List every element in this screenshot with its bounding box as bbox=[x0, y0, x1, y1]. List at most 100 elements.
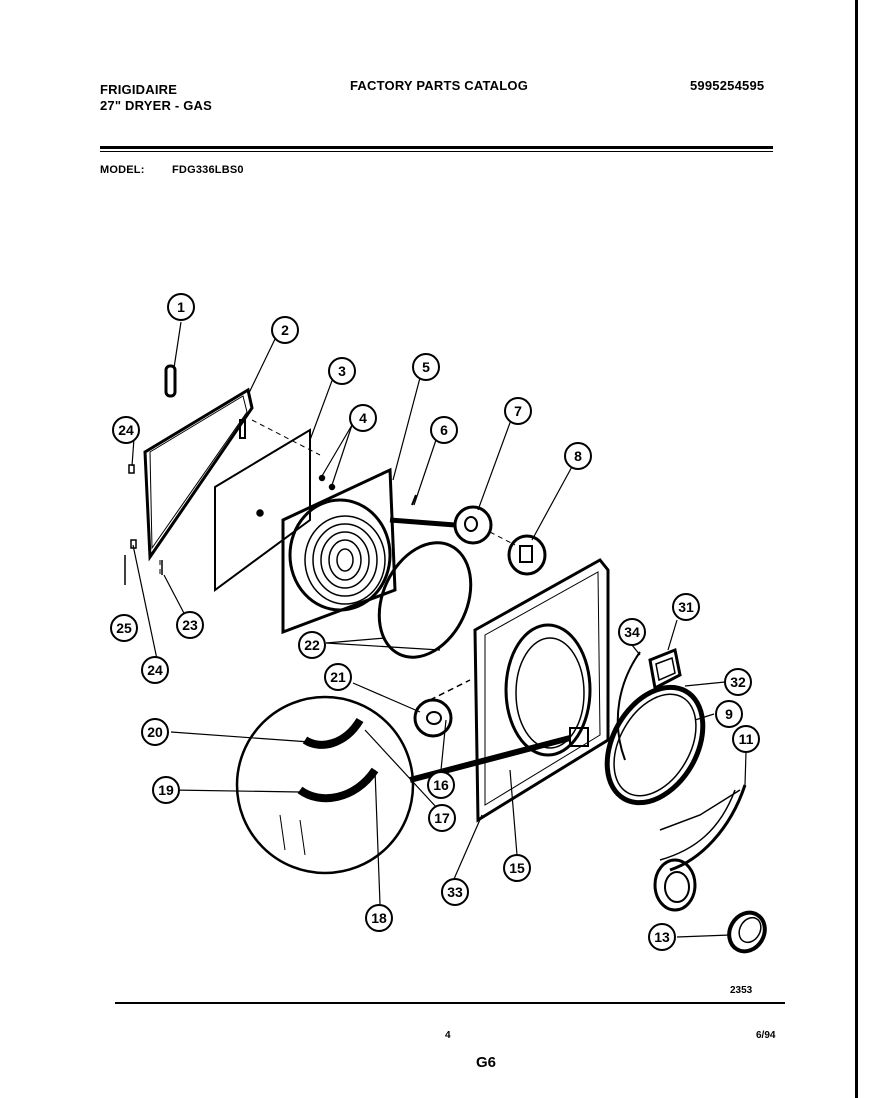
callout-label: 19 bbox=[158, 782, 174, 798]
callout-label: 7 bbox=[514, 403, 522, 419]
callout-label: 1 bbox=[177, 299, 185, 315]
diagram-code: 2353 bbox=[730, 985, 753, 996]
callout-label: 33 bbox=[447, 884, 463, 900]
detail-hinge-inset bbox=[235, 695, 415, 875]
callout-bubbles: 1234567824252423222120191817161533343132… bbox=[110, 293, 760, 951]
callout-20: 20 bbox=[141, 718, 169, 746]
callout-label: 3 bbox=[338, 363, 346, 379]
callout-circle bbox=[732, 725, 760, 753]
callout-circle bbox=[618, 618, 646, 646]
part-31-bracket bbox=[648, 647, 682, 691]
brand-name: FRIGIDAIRE bbox=[100, 82, 178, 97]
part-3-inner-panel bbox=[214, 428, 311, 592]
callout-5: 5 bbox=[412, 353, 440, 381]
callout-circle bbox=[328, 357, 356, 385]
model-value: FDG336LBS0 bbox=[172, 164, 244, 176]
callout-19: 19 bbox=[152, 776, 180, 804]
callout-label: 4 bbox=[359, 410, 367, 426]
part-11-duct bbox=[653, 784, 747, 912]
callout-31: 31 bbox=[672, 593, 700, 621]
callout-circle bbox=[430, 416, 458, 444]
callout-circle bbox=[564, 442, 592, 470]
callout-label: 20 bbox=[147, 724, 163, 740]
callout-circle bbox=[503, 854, 531, 882]
part-5-front-fan-assembly bbox=[281, 467, 397, 635]
section-code: G6 bbox=[476, 1054, 497, 1071]
part-22-gasket-ring bbox=[377, 541, 473, 659]
page-frame bbox=[855, 0, 858, 1098]
page-number: 4 bbox=[445, 1030, 451, 1041]
header-rule bbox=[100, 146, 773, 149]
callout-circle bbox=[365, 904, 393, 932]
callout-label: 9 bbox=[725, 706, 733, 722]
callout-3: 3 bbox=[328, 357, 356, 385]
callout-label: 24 bbox=[118, 422, 134, 438]
callout-label: 23 bbox=[182, 617, 198, 633]
callout-circle bbox=[428, 804, 456, 832]
callout-8: 8 bbox=[564, 442, 592, 470]
callout-label: 31 bbox=[678, 599, 694, 615]
callout-circle bbox=[648, 923, 676, 951]
callout-1: 1 bbox=[167, 293, 195, 321]
callout-label: 21 bbox=[330, 669, 346, 685]
callout-9: 9 bbox=[715, 700, 743, 728]
callout-circle bbox=[176, 611, 204, 639]
callout-label: 24 bbox=[147, 662, 163, 678]
callout-circle bbox=[110, 614, 138, 642]
callout-13: 13 bbox=[648, 923, 676, 951]
callout-circle bbox=[672, 593, 700, 621]
callout-4: 4 bbox=[349, 404, 377, 432]
part-21-latch bbox=[413, 698, 453, 738]
callout-16: 16 bbox=[427, 771, 455, 799]
callout-circle bbox=[152, 776, 180, 804]
catalog-number: 5995254595 bbox=[690, 78, 765, 93]
callout-15: 15 bbox=[503, 854, 531, 882]
callout-7: 7 bbox=[504, 397, 532, 425]
model-label: MODEL: bbox=[100, 164, 145, 176]
part-2-door-panel bbox=[143, 387, 254, 562]
callout-circle bbox=[412, 353, 440, 381]
callout-circle bbox=[298, 631, 326, 659]
callout-label: 18 bbox=[371, 910, 387, 926]
catalog-date: 6/94 bbox=[756, 1030, 776, 1041]
callout-circle bbox=[324, 663, 352, 691]
callout-label: 5 bbox=[422, 359, 430, 375]
callout-22: 22 bbox=[298, 631, 326, 659]
part-7-clip bbox=[389, 505, 493, 545]
callout-label: 17 bbox=[434, 810, 450, 826]
callout-label: 22 bbox=[304, 637, 320, 653]
callout-17: 17 bbox=[428, 804, 456, 832]
callout-25: 25 bbox=[110, 614, 138, 642]
footer-rule bbox=[115, 1002, 785, 1004]
part-13-cap bbox=[727, 910, 767, 954]
callout-2: 2 bbox=[271, 316, 299, 344]
part-34-seal bbox=[616, 651, 641, 761]
callout-circle bbox=[715, 700, 743, 728]
callout-34: 34 bbox=[618, 618, 646, 646]
callout-24: 24 bbox=[141, 656, 169, 684]
callout-label: 16 bbox=[433, 777, 449, 793]
callout-circle bbox=[724, 668, 752, 696]
header-brand: FRIGIDAIRE 27" DRYER - GAS bbox=[100, 82, 212, 114]
callout-label: 8 bbox=[574, 448, 582, 464]
callout-circle bbox=[112, 416, 140, 444]
part-8-switch bbox=[507, 534, 547, 576]
callout-circle bbox=[141, 718, 169, 746]
callout-6: 6 bbox=[430, 416, 458, 444]
assembly-lines bbox=[159, 419, 516, 578]
callout-label: 6 bbox=[440, 422, 448, 438]
callout-11: 11 bbox=[732, 725, 760, 753]
callout-circle bbox=[141, 656, 169, 684]
header-rule-thin bbox=[100, 151, 773, 152]
callout-label: 34 bbox=[624, 624, 640, 640]
callout-24: 24 bbox=[112, 416, 140, 444]
callout-circle bbox=[441, 878, 469, 906]
leader-lines bbox=[131, 321, 747, 938]
catalog-title: FACTORY PARTS CATALOG bbox=[350, 78, 529, 93]
callout-21: 21 bbox=[324, 663, 352, 691]
callout-23: 23 bbox=[176, 611, 204, 639]
callout-label: 2 bbox=[281, 322, 289, 338]
callout-circle bbox=[167, 293, 195, 321]
part-9-door-ring bbox=[604, 684, 706, 806]
